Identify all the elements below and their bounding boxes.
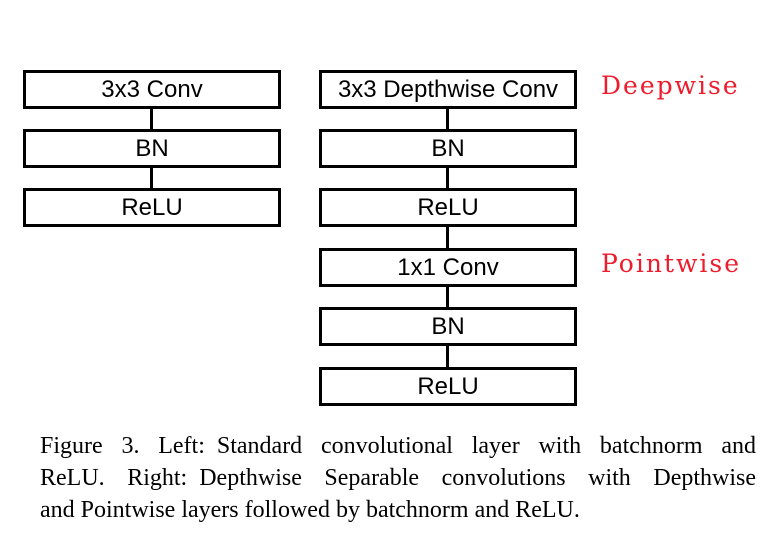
border-artifact: [23, 70, 26, 98]
layer-label: ReLU: [417, 373, 479, 400]
layer-label: ReLU: [121, 194, 183, 221]
layer-box-pointwise-bn: BN: [319, 307, 577, 346]
connector-line: [446, 227, 449, 248]
border-artifact: [319, 70, 322, 98]
layer-box-standard-conv: 3x3 Conv: [23, 70, 281, 109]
layer-box-depthwise-conv: 3x3 Depthwise Conv: [319, 70, 577, 109]
layer-box-depthwise-relu: ReLU: [319, 188, 577, 227]
caption-line: Figure 3. Left: Standard convolutional l…: [40, 433, 756, 459]
border-artifact: [278, 70, 281, 98]
connector-line: [446, 287, 449, 307]
caption-line: and Pointwise layers followed by batchno…: [40, 497, 580, 523]
layer-label: BN: [431, 135, 465, 162]
layer-box-pointwise-relu: ReLU: [319, 367, 577, 406]
layer-label: ReLU: [417, 194, 479, 221]
border-artifact: [574, 70, 577, 98]
connector-line: [150, 168, 153, 188]
connector-line: [446, 346, 449, 367]
annotation-deepwise: Deepwise: [601, 71, 740, 100]
annotation-pointwise: Pointwise: [601, 249, 742, 278]
connector-line: [150, 109, 153, 129]
connector-line: [446, 168, 449, 188]
layer-label: 1x1 Conv: [397, 254, 499, 281]
layer-box-depthwise-bn: BN: [319, 129, 577, 168]
figure-caption: Figure 3. Left: Standard convolutional l…: [40, 430, 756, 526]
layer-label: BN: [135, 135, 169, 162]
layer-label: 3x3 Conv: [101, 76, 203, 103]
layer-box-standard-relu: ReLU: [23, 188, 281, 227]
connector-line: [446, 109, 449, 129]
layer-label: 3x3 Depthwise Conv: [337, 76, 559, 103]
layer-box-standard-bn: BN: [23, 129, 281, 168]
layer-box-pointwise-conv: 1x1 Conv: [319, 248, 577, 287]
caption-line: ReLU. Right: Depthwise Separable convolu…: [40, 465, 756, 491]
layer-label: BN: [431, 313, 465, 340]
